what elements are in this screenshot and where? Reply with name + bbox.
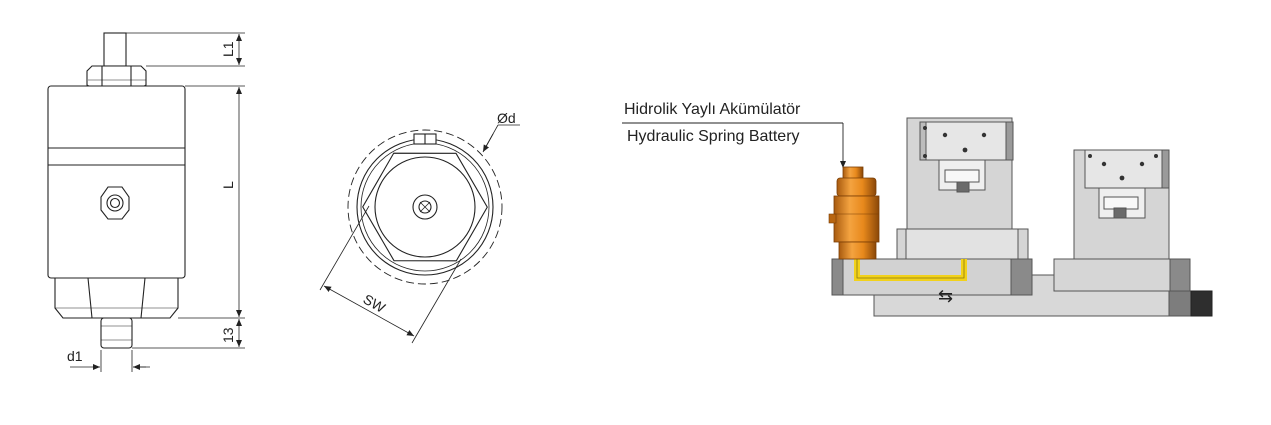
main-body: [47, 85, 186, 279]
callout-english: Hydraulic Spring Battery: [627, 128, 800, 145]
right-clamp: [1073, 149, 1170, 260]
callout-turkish: Hidrolik Yaylı Akümülatör: [624, 101, 801, 118]
top-view-hex: [362, 152, 488, 262]
right-clamp-holes: [1088, 154, 1158, 181]
top-hex-nut: [86, 65, 147, 89]
dim-label-13: 13: [220, 327, 236, 343]
dim-label-l: L: [220, 181, 236, 189]
side-port: [100, 186, 130, 220]
top-stem: [103, 32, 127, 67]
top-view: [347, 129, 503, 285]
bottom-fitting: [100, 317, 133, 349]
dim-label-diameter: Ød: [497, 110, 516, 126]
dim-label-l1: L1: [220, 41, 236, 57]
top-dimensions: [319, 124, 520, 344]
left-clamp-holes: [923, 126, 987, 158]
side-dimensions: [70, 32, 245, 372]
side-view: [47, 32, 186, 349]
accumulator: [828, 166, 880, 260]
dim-label-d1: d1: [67, 348, 83, 364]
bottom-hex: [54, 277, 179, 319]
left-clamp: [896, 117, 1029, 260]
base-plate: [831, 258, 1213, 317]
flow-arrows: ⇆: [938, 286, 953, 306]
dim-label-sw: SW: [361, 291, 389, 317]
